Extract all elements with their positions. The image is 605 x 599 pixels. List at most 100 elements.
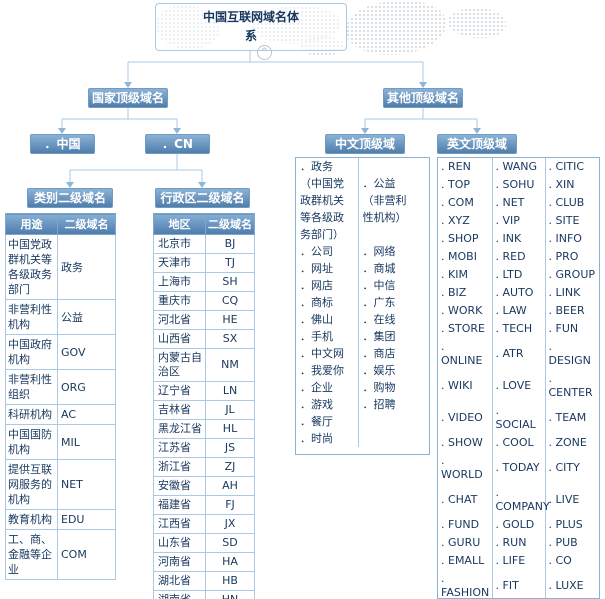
table-cell: ．手机 [296,328,359,345]
table-cell: GOV [57,334,116,370]
table-row: 提供互联网服务的机构 NET [5,459,116,510]
table-cell: . VIP [492,212,546,230]
table-cell: ．网店 [296,277,359,294]
table-cell: CQ [205,291,255,311]
table-header-row: 地区 二级域名 [153,213,255,235]
table-cell: . LIFE [492,552,546,570]
table-cell: . GROUP [548,268,596,281]
table-cell: SX [205,329,255,349]
table-cell: ．政务（中国党政群机关等各级政务部门） [296,158,359,243]
node-dot-cn: ．CN [145,134,210,154]
table-cell: MIL [57,424,116,460]
table-cell: ．网址 [296,260,359,277]
table-row: ．企业 ．购物 [296,379,429,396]
table-row: 河北省 HE [153,310,255,330]
table-cell: 非营利性组织 [5,369,58,405]
table-cell: . INFO [548,232,582,245]
english-tld-list: . REN . WANG . CITIC . TOP . SOHU . XIN … [438,158,599,598]
table-header-row: 用途 二级域名 [5,213,116,235]
table-cell: . LTD [492,266,546,284]
table-cell: LN [205,381,255,401]
table-cell: . SITE [548,214,580,227]
table-cell: . KIM [438,266,493,284]
table-cell: . MOBI [438,248,493,266]
table-cell: NET [57,459,116,510]
table-row: 吉林省 JL [153,400,255,420]
table-cell: 中国国防机构 [5,424,58,460]
table-cell: . EMALL [438,552,493,570]
table-row: 中国党政群机关等各级政务部门 政务 [5,234,116,300]
table-cell: 湖北省 [153,571,206,591]
table-row: ．中文网 ．商店 [296,345,429,362]
table-cell: . CENTER [548,372,593,399]
table-cell: JL [205,400,255,420]
table-row: 北京市 BJ [153,234,255,254]
table-cell: . CO [548,554,572,567]
table-cell: . CITY [548,461,580,474]
table-cell: . VIDEO [438,402,493,434]
table-cell: . WORK [438,302,493,320]
table-cell: EDU [57,509,116,530]
table-row: 内蒙古自治区 NM [153,348,255,382]
table-cell: . DESIGN [548,340,591,367]
table-cell: . BEER [548,304,585,317]
table-cell [358,430,429,447]
table-row: . REN . WANG . CITIC [438,158,599,176]
table-cell: BJ [205,234,255,254]
table-row: 江西省 JX [153,514,255,534]
table-row: . BIZ . AUTO . LINK [438,284,599,302]
table-cell: ．中信 [362,279,396,292]
table-cell: 天津市 [153,253,206,273]
table-cell: . FASHION [438,570,493,598]
table-cell: . WIKI [438,370,493,402]
table-cell: . LOVE [492,370,546,402]
table-row: . SHOP . INK . INFO [438,230,599,248]
connector-lines [61,51,478,182]
table-row: ．游戏 ．招聘 [296,396,429,413]
table-row: . COM . NET . CLUB [438,194,599,212]
table-cell: . GOLD [492,516,546,534]
table-cell: . BIZ [438,284,493,302]
table-cell: JS [205,438,255,458]
table-cell: ．时尚 [296,430,359,447]
table-cell: HN [205,590,255,599]
table-cell: ．公司 [296,243,359,260]
table-cell: . STORE [438,320,493,338]
table-cell: . ATR [492,338,546,370]
table-cell: . INK [492,230,546,248]
table-row: . WIKI . LOVE . CENTER [438,370,599,402]
table-row: ．网址 ．商城 [296,260,429,277]
table-row: 黑龙江省 HL [153,419,255,439]
table-cell: 非营利性机构 [5,299,58,335]
table-cell: 黑龙江省 [153,419,206,439]
table-cell: ．招聘 [362,398,396,411]
table-row: ．时尚 [296,430,429,447]
table-cell: HA [205,552,255,572]
table-cell: 安徽省 [153,476,206,496]
anchor-icon: ^ [257,45,272,60]
table-cell: . XYZ [438,212,493,230]
table-cell: . CITIC [548,160,585,173]
table-cell: . SHOP [438,230,493,248]
table-cell: ．餐厅 [296,413,359,430]
table-cell: ．广东 [362,296,396,309]
table-cell: . WANG [492,158,546,176]
table-cell: . GURU [438,534,493,552]
table-row: 科研机构 AC [5,404,116,425]
table-cell: ．商店 [362,347,396,360]
table-row: 浙江省 ZJ [153,457,255,477]
table-row: 非营利性机构 公益 [5,299,116,335]
table-row: ．商标 ．广东 [296,294,429,311]
table-row: 山东省 SD [153,533,255,553]
table-cell: . WORLD [438,452,493,484]
node-english-tld: 英文顶级域 [437,134,517,154]
node-admin-sld: 行政区二级域名 [155,188,250,208]
table-cell: . LIVE [548,493,580,506]
table-row: ．餐厅 [296,413,429,430]
table-row: 辽宁省 LN [153,381,255,401]
table-cell [358,413,429,430]
table-row: ．佛山 ．在线 [296,311,429,328]
table-cell: 浙江省 [153,457,206,477]
table-cell: . XIN [548,178,575,191]
